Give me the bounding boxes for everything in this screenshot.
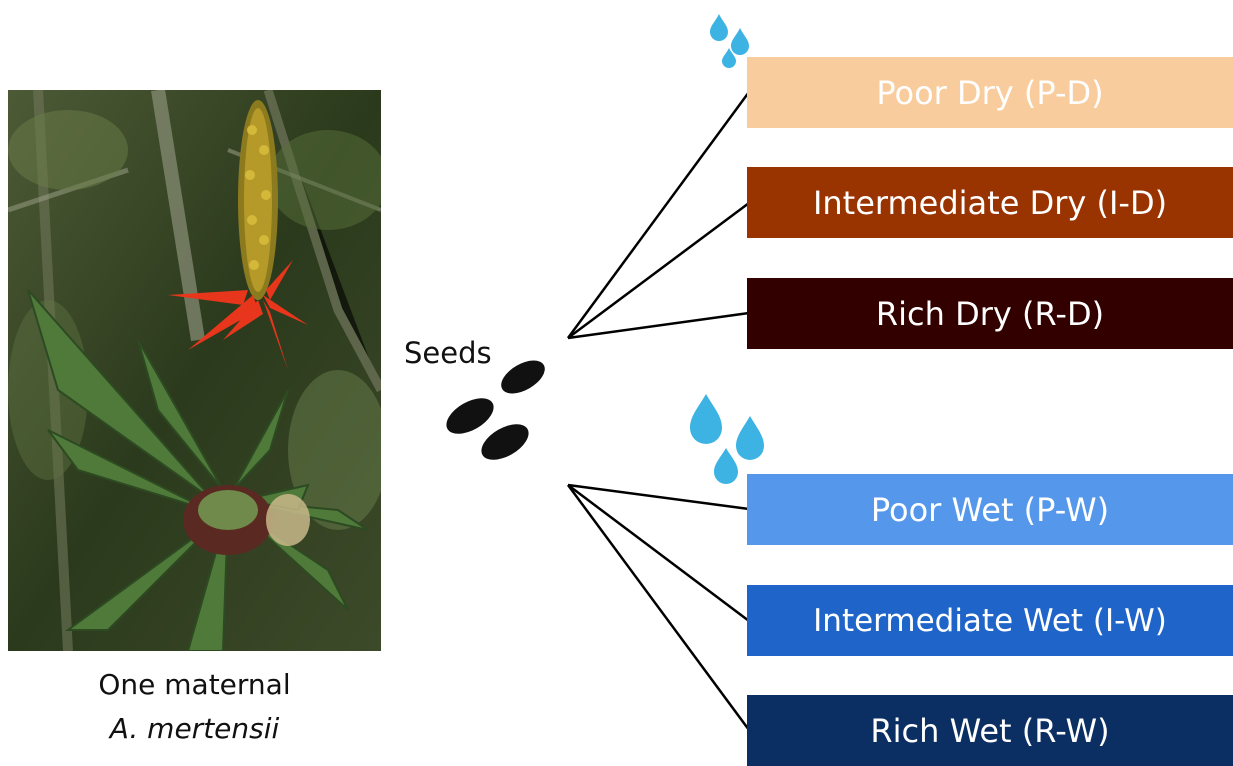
- treatment-poor-wet: Poor Wet (P-W): [747, 474, 1233, 545]
- treatment-poor-dry: Poor Dry (P-D): [747, 57, 1233, 128]
- connector-line-rw: [566, 484, 751, 731]
- water-drops-small-icon: [710, 14, 749, 68]
- treatment-rich-wet: Rich Wet (R-W): [747, 695, 1233, 766]
- photo-caption-line1: One maternal: [98, 668, 291, 701]
- treatment-rich-dry: Rich Dry (R-D): [747, 278, 1233, 349]
- connector-line-rd: [567, 311, 750, 340]
- connector-line-pw: [567, 483, 750, 511]
- treatment-intermediate-wet: Intermediate Wet (I-W): [747, 585, 1233, 656]
- seed-icon-3: [481, 424, 529, 460]
- photo-caption-species: A. mertensii: [109, 712, 280, 745]
- connector-line-pd: [566, 91, 751, 339]
- seeds-label: Seeds: [404, 336, 492, 370]
- bromeliad-photo: [8, 90, 381, 651]
- connector-line-iw: [567, 484, 750, 622]
- seed-icon-2: [446, 398, 494, 434]
- water-drops-large-icon: [690, 394, 764, 484]
- treatment-intermediate-dry: Intermediate Dry (I-D): [747, 167, 1233, 238]
- seed-icon: [446, 360, 545, 460]
- connector-line-id: [567, 201, 750, 340]
- seed-icon-1: [501, 360, 545, 394]
